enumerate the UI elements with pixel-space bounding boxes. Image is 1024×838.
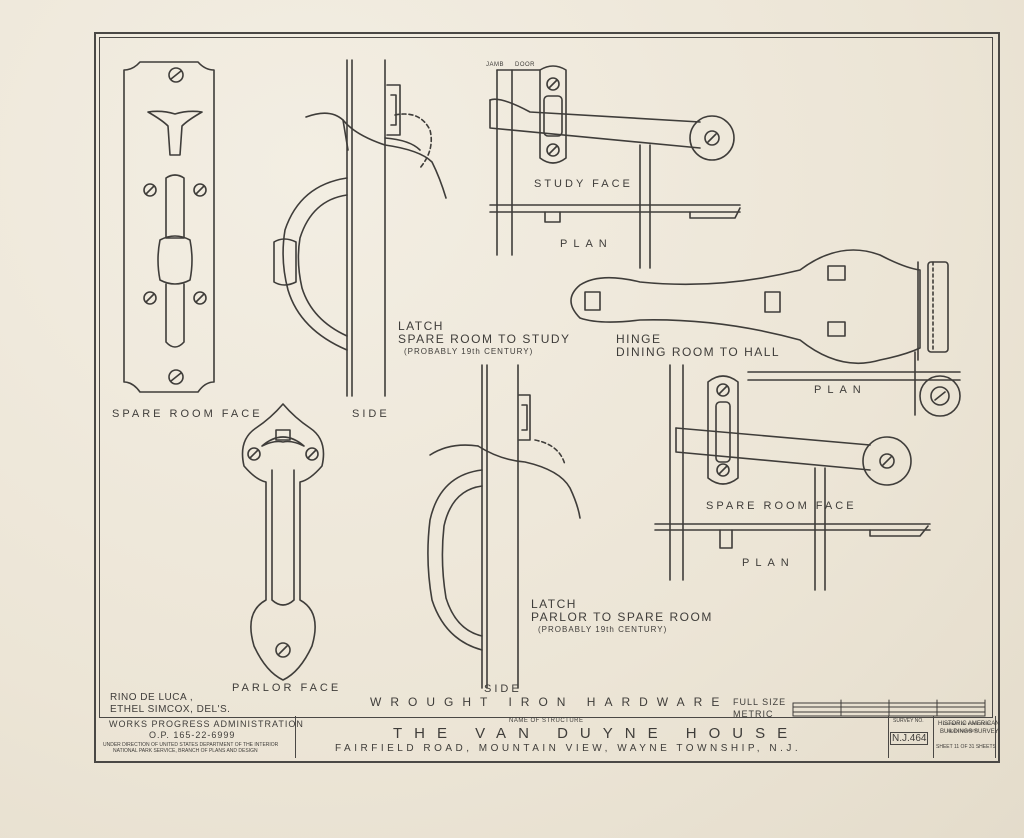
parlor-face-plate: [241, 403, 325, 681]
label-delineators-1: RINO DE LUCA ,: [110, 692, 194, 703]
spare-room-face-plate: [123, 61, 215, 393]
title-block-agency: WORKS PROGRESS ADMINISTRATION O.P. 165-2…: [99, 716, 303, 758]
label-latch-2-sub: PARLOR TO SPARE ROOM: [531, 610, 713, 624]
label-metric: METRIC: [733, 709, 774, 719]
latch-1-study-face: [489, 65, 741, 269]
agency-line-2: O.P. 165-22-6999: [149, 730, 236, 740]
label-latch-1-note: (PROBABLY 19th CENTURY): [404, 347, 534, 356]
latch-2-side-view: [427, 364, 581, 689]
name-of-structure-label: NAME OF STRUCTURE: [509, 718, 584, 724]
survey-name-1: HISTORIC AMERICAN: [938, 721, 1000, 727]
label-delineators-2: ETHEL SIMCOX, DEL'S.: [110, 704, 231, 715]
label-parlor-face: PARLOR FACE: [232, 682, 342, 694]
structure-name: THE VAN DUYNE HOUSE: [393, 725, 800, 742]
library-line-1: LIBRARY OF CONGRESS: [943, 721, 991, 726]
label-side-1: SIDE: [352, 408, 390, 420]
title-block: WORKS PROGRESS ADMINISTRATION O.P. 165-2…: [99, 716, 1000, 758]
survey-no: N.J.464: [890, 732, 929, 745]
label-spare-room-face: SPARE ROOM FACE: [112, 408, 263, 420]
label-hinge-title: HINGE: [616, 332, 662, 346]
label-latch-1-sub: SPARE ROOM TO STUDY: [398, 332, 571, 346]
label-door: DOOR: [515, 62, 535, 68]
label-spare-room-face-2: SPARE ROOM FACE: [706, 500, 857, 512]
label-side-2: SIDE: [484, 683, 522, 695]
sheet-border-outer: [94, 32, 1000, 763]
survey-name-2: BUILDINGS SURVEY: [940, 729, 999, 735]
latch-2-spare-room-face: [654, 364, 931, 591]
label-latch-2-note: (PROBABLY 19th CENTURY): [538, 625, 668, 634]
structure-address: FAIRFIELD ROAD, MOUNTAIN VIEW, WAYNE TOW…: [335, 743, 802, 754]
label-latch-2-title: LATCH: [531, 597, 577, 611]
title-block-structure: NAME OF STRUCTURE THE VAN DUYNE HOUSE FA…: [295, 716, 889, 758]
hinge-dining-room-to-hall: [570, 249, 961, 417]
label-sheet-title: WROUGHT IRON HARDWARE: [370, 695, 729, 709]
survey-no-label: SURVEY NO.: [893, 718, 924, 724]
library-line-2: INDEX NUMBER: [947, 728, 978, 733]
label-hinge-sub: DINING ROOM TO HALL: [616, 345, 781, 359]
sheet-border-inner: [99, 37, 993, 718]
agency-line-3: UNDER DIRECTION OF UNITED STATES DEPARTM…: [103, 742, 279, 748]
agency-line-4: NATIONAL PARK SERVICE, BRANCH OF PLANS A…: [113, 748, 258, 754]
sheet-info: SHEET 11 OF 31 SHEETS: [936, 744, 996, 750]
title-block-survey: HISTORIC AMERICAN BUILDINGS SURVEY SHEET…: [933, 716, 1000, 758]
label-full-size: FULL SIZE: [733, 697, 787, 707]
label-plan-1: PLAN: [560, 238, 613, 250]
label-plan-3: PLAN: [742, 557, 795, 569]
latch-1-side-view: [273, 59, 447, 397]
title-block-survey-no: SURVEY NO. N.J.464: [888, 716, 934, 758]
scale-bar: [792, 699, 986, 717]
agency-line-1: WORKS PROGRESS ADMINISTRATION: [109, 719, 304, 729]
label-study-face: STUDY FACE: [534, 178, 633, 190]
label-jamb: JAMB: [486, 62, 505, 68]
label-plan-2: PLAN: [814, 384, 867, 396]
label-latch-1-title: LATCH: [398, 319, 444, 333]
